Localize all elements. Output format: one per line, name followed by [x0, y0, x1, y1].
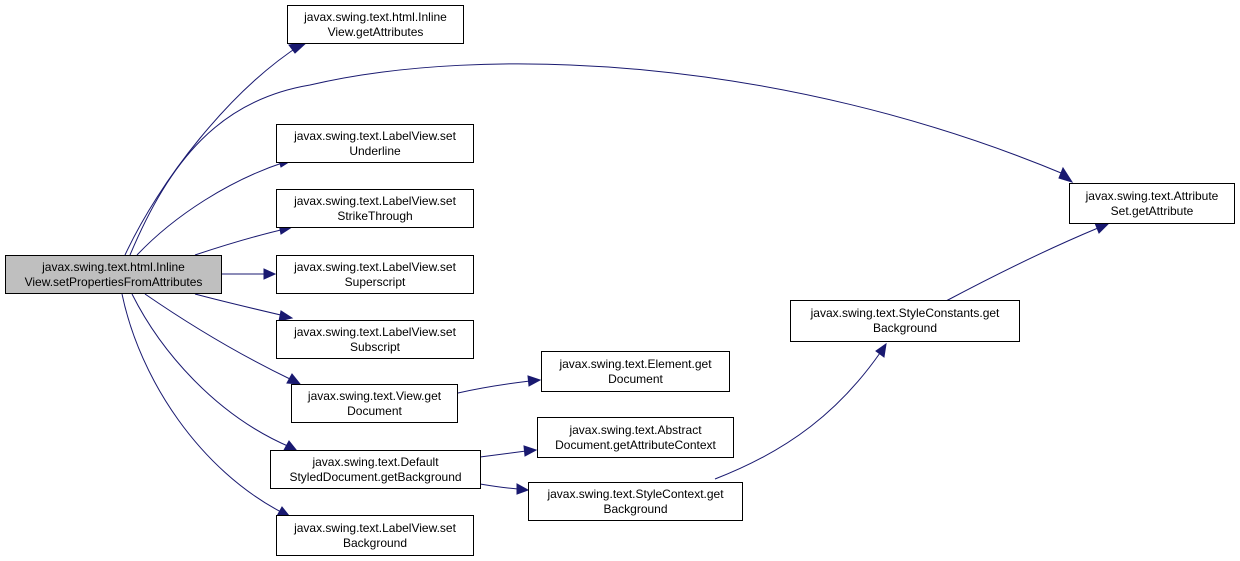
node-label-line2: Background [603, 501, 668, 516]
edge-root-to-view-getdocument [144, 293, 293, 381]
edge-root-to-labelview-setsubscript [194, 293, 286, 317]
edge-root-to-labelview-setunderline [136, 161, 286, 256]
edge-root-to-inlineview-getattributes [124, 43, 303, 256]
node-label-line2: Document [608, 371, 663, 386]
node-label-line1: javax.swing.text.StyleConstants.get [810, 306, 1000, 320]
edge-defaultstyleddocument-to-abstractdocument [479, 450, 527, 458]
edge-styleconstants-to-attributeset [945, 227, 1099, 302]
arrowhead-styleconstants-getbackground [875, 342, 887, 358]
arrowhead-element-getdocument [527, 375, 542, 387]
node-label-line1: javax.swing.text.LabelView.set [294, 193, 456, 208]
node-label-line2: Underline [349, 143, 401, 158]
edge-root-to-defaultstyleddocument-getbackground [131, 293, 291, 448]
edge-root-to-labelview-setstrikethrough [194, 228, 286, 256]
node-inlineview-getattributes[interactable]: javax.swing.text.html.Inline View.getAtt… [287, 5, 464, 44]
node-abstractdocument-getattributecontext[interactable]: javax.swing.text.Abstract Document.getAt… [537, 417, 734, 458]
node-label-line1: javax.swing.text.LabelView.set [294, 259, 456, 274]
arrowhead-abstractdocument-getattributecontext [523, 445, 538, 457]
node-label-line1: javax.swing.text.View.get [307, 388, 442, 403]
node-label-line2: View.setPropertiesFromAttributes [24, 274, 203, 289]
node-label-line2: Set.getAttribute [1110, 203, 1194, 218]
edge-stylecontext-to-styleconstants [714, 352, 881, 480]
node-labelview-setsuperscript[interactable]: javax.swing.text.LabelView.set Superscri… [276, 255, 474, 294]
node-inlineview-setpropertiesfromattributes[interactable]: javax.swing.text.html.Inline View.setPro… [5, 255, 222, 294]
node-label-line2: Background [342, 535, 408, 550]
arrowhead-stylecontext-getbackground [516, 483, 530, 495]
edge-root-to-attributeset-getattribute [129, 63, 1067, 256]
edge-view-getdocument-to-element-getdocument [457, 380, 531, 394]
node-label-line1: javax.swing.text.html.Inline [42, 259, 185, 274]
node-labelview-setunderline[interactable]: javax.swing.text.LabelView.set Underline [276, 124, 474, 163]
node-label-line2: Superscript [344, 274, 406, 289]
node-label-line1: javax.swing.text.Element.get [559, 356, 712, 371]
node-label-line1: javax.swing.text.html.Inline [304, 9, 447, 24]
arrowhead-view-getdocument [286, 373, 302, 385]
node-label-line1: javax.swing.text.LabelView.set [294, 520, 456, 535]
edge-defaultstyleddocument-to-stylecontext [479, 483, 519, 490]
arrowhead-attributeset-from-styleconstants [1094, 222, 1110, 234]
node-label-line2: StrikeThrough [337, 208, 413, 223]
node-view-getdocument[interactable]: javax.swing.text.View.get Document [291, 384, 458, 423]
node-attributeset-getattribute[interactable]: javax.swing.text.Attribute Set.getAttrib… [1069, 183, 1235, 224]
node-label-line2: Document [347, 403, 402, 418]
node-labelview-setsubscript[interactable]: javax.swing.text.LabelView.set Subscript [276, 320, 474, 359]
node-label-line1: javax.swing.text.Attribute [1085, 188, 1219, 203]
arrowhead-labelview-setsubscript [278, 310, 294, 322]
node-label-line1: javax.swing.text.Abstract [569, 422, 702, 437]
arrowhead-labelview-setsuperscript [263, 268, 277, 280]
node-labelview-setbackground[interactable]: javax.swing.text.LabelView.set Backgroun… [276, 515, 474, 556]
node-element-getdocument[interactable]: javax.swing.text.Element.get Document [541, 351, 730, 392]
node-styleconstants-getbackground[interactable]: javax.swing.text.StyleConstants.get Back… [790, 300, 1020, 342]
node-labelview-setstrikethrough[interactable]: javax.swing.text.LabelView.set StrikeThr… [276, 189, 474, 228]
arrowhead-attributeset-getattribute [1058, 166, 1074, 183]
node-label-line2: View.getAttributes [327, 24, 424, 39]
node-label-line1: javax.swing.text.Default [312, 454, 439, 469]
edge-root-to-labelview-setbackground [121, 293, 284, 514]
node-label-line1: javax.swing.text.LabelView.set [294, 128, 456, 143]
node-stylecontext-getbackground[interactable]: javax.swing.text.StyleContext.get Backgr… [528, 482, 743, 521]
node-defaultstyleddocument-getbackground[interactable]: javax.swing.text.Default StyledDocument.… [270, 450, 481, 489]
node-label-line1: javax.swing.text.StyleContext.get [547, 486, 724, 501]
node-label-line2: Document.getAttributeContext [555, 437, 716, 452]
node-label-line2: Subscript [349, 339, 401, 354]
node-label-line1: javax.swing.text.LabelView.set [294, 324, 456, 339]
node-label-line2: Background [872, 321, 938, 335]
node-label-line2: StyledDocument.getBackground [289, 469, 462, 484]
